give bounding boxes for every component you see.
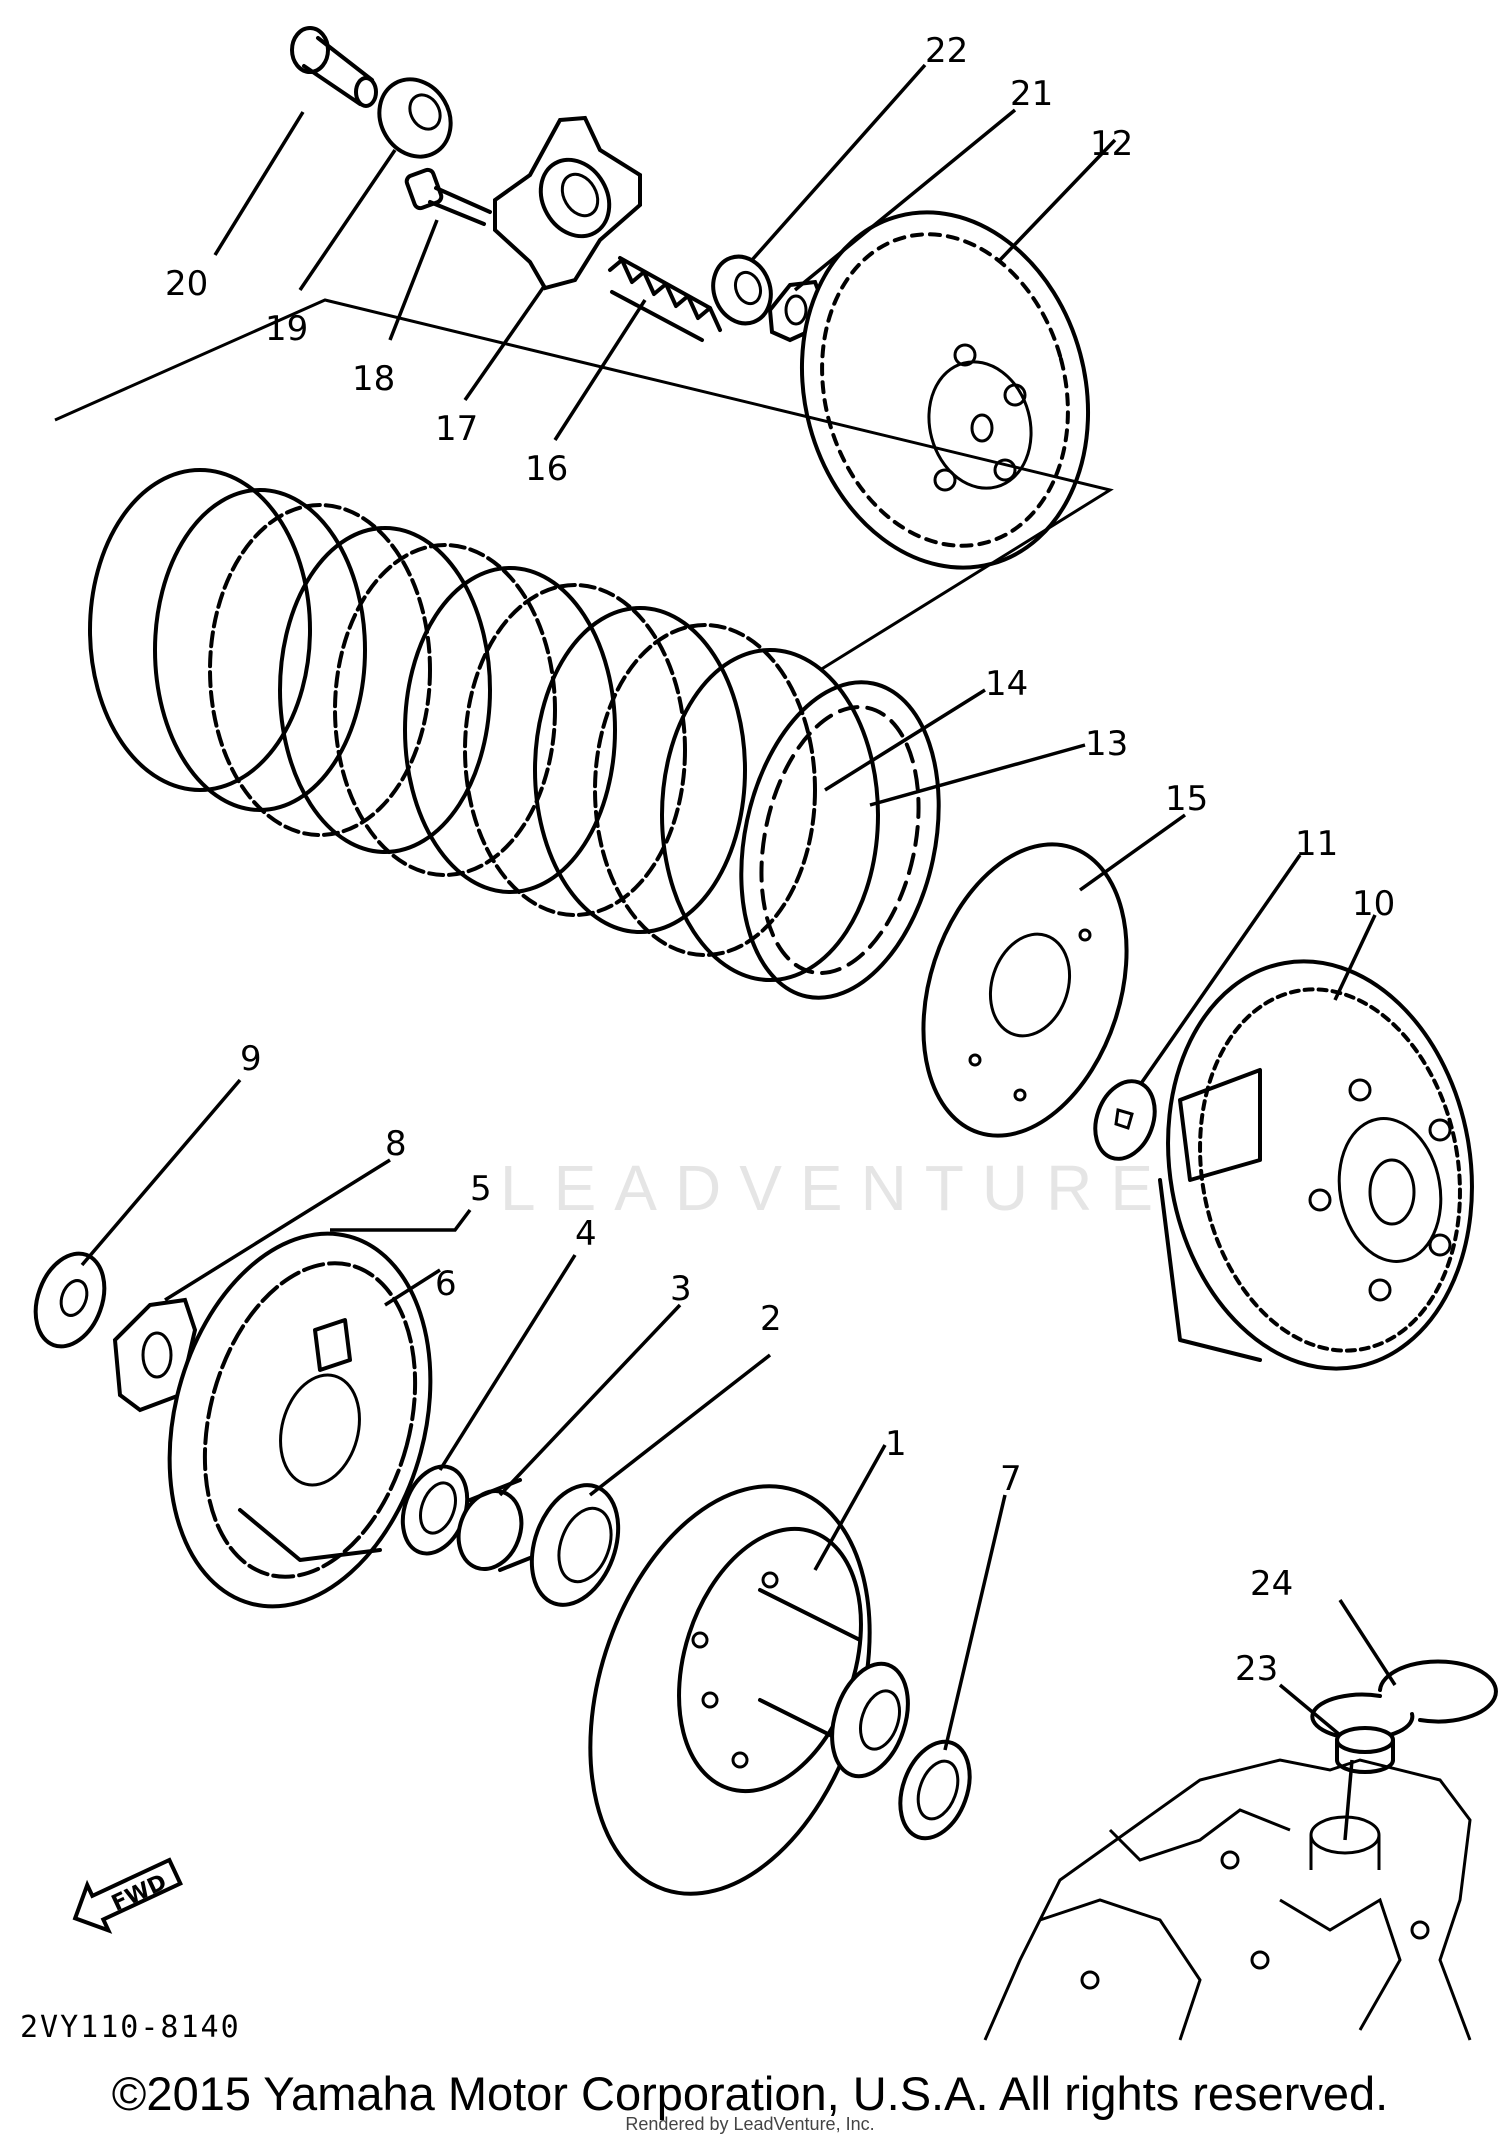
- callout-23: 23: [1235, 1649, 1278, 1689]
- crankcase-section: [983, 1758, 1472, 2041]
- part-24-circlip: [1310, 1659, 1498, 1741]
- copyright-notice: ©2015 Yamaha Motor Corporation, U.S.A. A…: [111, 2067, 1389, 2120]
- part-13-friction-plate: [739, 680, 941, 1000]
- part-14-clutch-plates: [88, 468, 880, 982]
- callout-18: 18: [352, 359, 395, 399]
- part-5-6-centrifugal-clutch: [167, 1231, 433, 1609]
- callout-10: 10: [1352, 884, 1395, 924]
- part-2-one-way-clutch: [529, 1483, 621, 1607]
- callout-13: 13: [1085, 724, 1128, 764]
- part-8-lock-washer: [112, 1297, 198, 1413]
- part-12-driven-gear: [799, 210, 1091, 570]
- part-10-clutch-housing: [1158, 959, 1474, 1371]
- callout-11: 11: [1295, 824, 1338, 864]
- part-1-clutch-carrier: [588, 1484, 910, 1896]
- part-23-plug: [1335, 1726, 1395, 1774]
- callout-24: 24: [1250, 1564, 1293, 1604]
- callout-16: 16: [525, 449, 568, 489]
- callout-8: 8: [385, 1124, 407, 1164]
- callout-9: 9: [240, 1039, 262, 1079]
- callout-14: 14: [985, 664, 1028, 704]
- plates-bracket: [54, 298, 1114, 672]
- part-19-bearing: [377, 77, 453, 159]
- part-17-plate: [493, 115, 642, 291]
- callout-22: 22: [925, 31, 968, 71]
- part-11-washer: [1093, 1079, 1157, 1161]
- callout-15: 15: [1165, 779, 1208, 819]
- callout-12: 12: [1090, 124, 1133, 164]
- part-22-nut: [711, 254, 773, 326]
- callout-20: 20: [165, 264, 208, 304]
- callout-1: 1: [885, 1424, 907, 1464]
- part-15-pressure-plate: [921, 842, 1129, 1138]
- callout-2: 2: [760, 1299, 782, 1339]
- callout-3: 3: [670, 1269, 692, 1309]
- part-7-washer: [898, 1739, 972, 1841]
- fwd-arrow-icon: FWD: [72, 1857, 183, 1934]
- part-20-bolt: [290, 26, 378, 108]
- callout-6: 6: [435, 1264, 457, 1304]
- callout-19: 19: [265, 309, 308, 349]
- diagram-code: 2VY110-8140: [20, 2010, 241, 2045]
- part-9-washer: [33, 1251, 107, 1349]
- watermark: LEADVENTURE: [500, 1152, 1171, 1224]
- callout-7: 7: [1000, 1459, 1022, 1499]
- callout-21: 21: [1010, 74, 1053, 114]
- part-18-screw: [404, 167, 492, 226]
- callout-17: 17: [435, 409, 478, 449]
- callout-4: 4: [575, 1214, 597, 1254]
- callout-5: 5: [470, 1169, 492, 1209]
- rendered-by-note: Rendered by LeadVenture, Inc.: [625, 2114, 875, 2134]
- part-16-spring: [608, 256, 722, 342]
